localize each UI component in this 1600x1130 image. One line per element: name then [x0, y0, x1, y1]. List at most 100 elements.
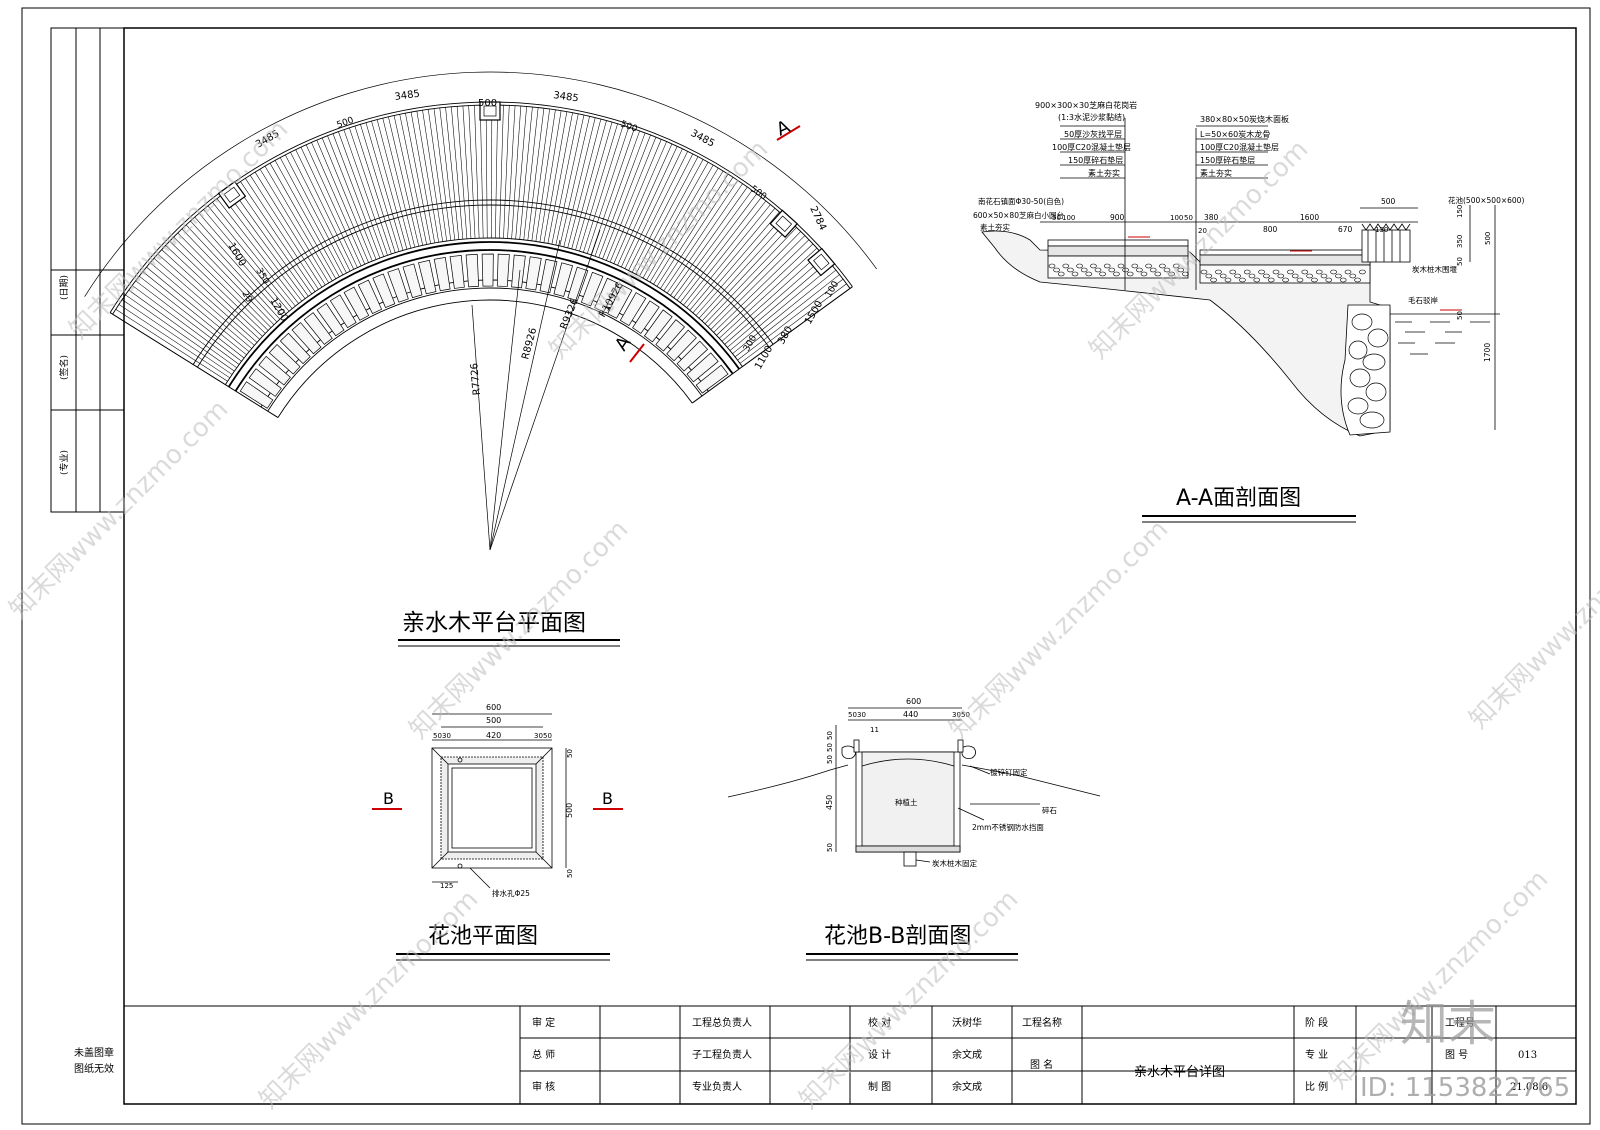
deck-board [349, 127, 392, 255]
pd-r500: 500 [565, 803, 574, 818]
tb-drawing-no-label: 图 号 [1445, 1049, 1468, 1061]
dim-right-3485: 3485 [689, 128, 717, 150]
planter-box-inner [775, 215, 793, 232]
note-r1: L=50×60炭木龙骨 [1200, 129, 1270, 139]
rubble-stone [1224, 277, 1232, 283]
deck-board [456, 106, 468, 239]
deck-board [704, 227, 797, 325]
rubble-stone [1311, 277, 1318, 283]
rubble-stone [1126, 271, 1134, 277]
bank-stone [1351, 313, 1373, 331]
rubble-stone [1122, 267, 1129, 273]
sd-350: 350 [1456, 235, 1464, 248]
deck-board [230, 188, 309, 297]
deck-board [249, 175, 323, 288]
stone-slab [303, 312, 333, 345]
ps-note-nail: 镀锌钉固定 [990, 767, 1028, 777]
stone-slab [655, 319, 686, 352]
stone-slab [539, 258, 558, 294]
deck-board [410, 112, 435, 243]
rubble-stone [1344, 269, 1352, 275]
sd-50c: 50 [1456, 257, 1464, 266]
deck-board [621, 146, 678, 268]
ps-50a: 50 [848, 711, 857, 719]
deck-board [343, 129, 388, 256]
rubble-stone [1287, 269, 1294, 275]
deck-board [716, 243, 814, 336]
tb-checker: 沃树华 [952, 1016, 982, 1029]
rubble-stone [1140, 271, 1148, 277]
deck-board [539, 110, 562, 243]
deck-board [729, 265, 833, 351]
deck-board [734, 274, 840, 358]
deck-board [274, 160, 340, 277]
bank-stone [1367, 328, 1389, 348]
rubble-stone [1103, 263, 1111, 269]
deck-board [624, 148, 683, 269]
stone-slab [357, 279, 383, 315]
sd-500: 500 [1381, 197, 1396, 206]
deck-dim-arc [84, 71, 877, 297]
tb-project-no: 工程号 [1445, 1017, 1475, 1029]
deck-board [571, 120, 607, 249]
rubble-stone [1057, 271, 1065, 277]
deck-board [203, 209, 290, 312]
section-aa-left-notes: 900×300×30芝麻白花岗岩 (1:3水泥沙浆黏结) 50厚沙灰找平层 10… [1035, 100, 1137, 178]
pool-plan-title: 花池平面图 [428, 924, 538, 949]
rubble-stone [1172, 263, 1180, 269]
cut-line-a-bot [629, 343, 645, 363]
strip-major-label: (专业) [58, 450, 70, 475]
sd-50b: 50 [1184, 214, 1193, 222]
deck-board [575, 121, 613, 251]
sd-1600: 1600 [1300, 213, 1319, 222]
planter-box-outer [807, 247, 836, 277]
note-l1: (1:3水泥沙浆黏结) [1058, 112, 1125, 122]
stone-slab [343, 286, 370, 321]
pool-section-dims: 600 50 30 440 30 50 11 50 50 50 450 50 镀… [825, 697, 1058, 868]
stone-slab [372, 273, 396, 309]
deck-board [495, 105, 498, 239]
deck-board [519, 106, 533, 240]
tb-designer: 余文成 [952, 1048, 982, 1061]
planter-box-outer [769, 209, 799, 238]
deck-board [190, 220, 281, 320]
rubble-stone [1117, 263, 1125, 269]
sd-900: 900 [1110, 213, 1125, 222]
deck-board [609, 139, 662, 263]
deck-board [121, 299, 233, 375]
pd-600: 600 [486, 703, 501, 712]
rubble-stone [1267, 277, 1275, 283]
rubble-stone [1296, 277, 1304, 283]
bank-stone [1362, 353, 1386, 371]
deck-board [142, 271, 247, 356]
tb-drawing-no: 013 [1518, 1050, 1537, 1061]
deck-board [157, 253, 258, 343]
stone-slab [666, 329, 697, 362]
sd-20: 20 [1198, 227, 1207, 235]
deck-board [416, 111, 439, 243]
deck-board [543, 111, 568, 243]
rubble-stone [1062, 263, 1070, 269]
deck-board [382, 118, 416, 248]
pd-30a: 30 [442, 732, 451, 740]
rubble-stone [1234, 273, 1241, 279]
tb-drafter: 余文成 [952, 1080, 982, 1093]
sd-380: 380 [1204, 213, 1219, 222]
pd-500: 500 [486, 716, 501, 725]
stamp-note-1: 未盖图章 [74, 1046, 114, 1059]
deck-board [586, 127, 629, 254]
deck-board [689, 208, 776, 311]
ps-440: 440 [903, 710, 918, 719]
pool-section [727, 707, 1101, 867]
cut-label-b-left: B [383, 789, 394, 808]
rubble-stone [1320, 273, 1328, 279]
stone-slab [607, 284, 633, 319]
rubble-stone [1182, 271, 1189, 277]
bank-stone [1348, 340, 1368, 360]
planter-box-2 [769, 209, 799, 238]
title-block [124, 1005, 1576, 1104]
deck-board [673, 190, 753, 299]
deck-board [535, 109, 556, 242]
deck-board [365, 122, 404, 251]
sd-800: 800 [1263, 225, 1278, 234]
